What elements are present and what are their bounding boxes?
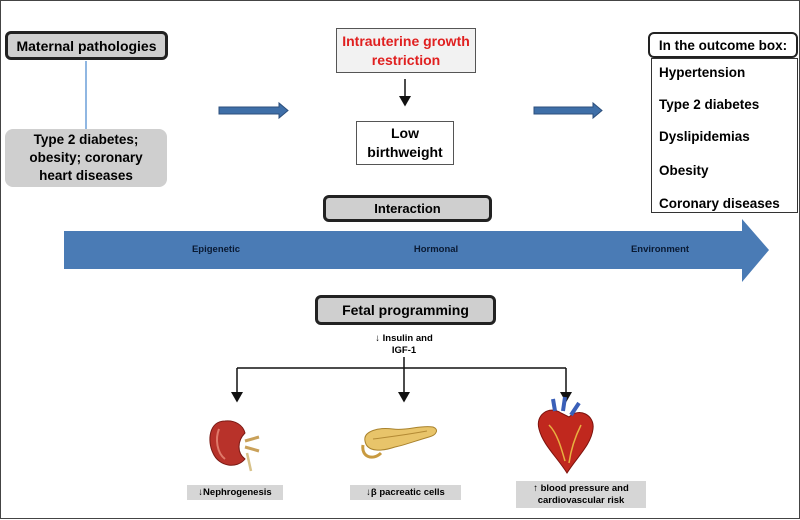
outcome-item: Coronary diseases (659, 196, 780, 211)
interaction-title: Interaction (323, 195, 492, 222)
fetal-programming-title: Fetal programming (315, 295, 496, 325)
outcome-title: In the outcome box: (648, 32, 798, 58)
outcome-item: Obesity (659, 163, 709, 178)
outcome-list: Hypertension Type 2 diabetes Dyslipidemi… (651, 58, 798, 213)
nephrogenesis-label: ↓Nephrogenesis (187, 485, 283, 500)
insulin-igf-label: ↓ Insulin and IGF-1 (375, 333, 433, 356)
maternal-pathologies-title: Maternal pathologies (5, 31, 168, 60)
factor-environment: Environment (630, 243, 690, 255)
blood-pressure-label: ↑ blood pressure and cardiovascular risk (516, 481, 646, 508)
pancreatic-cells-label: ↓β pacreatic cells (350, 485, 461, 500)
outcome-item: Dyslipidemias (659, 129, 750, 144)
pancreas-icon (361, 426, 437, 459)
arrow-to-iugr (218, 101, 289, 120)
factor-hormonal: Hormonal (413, 243, 459, 255)
interaction-band-arrow (64, 219, 769, 282)
factor-epigenetic: Epigenetic (191, 243, 241, 255)
heart-icon (537, 396, 594, 474)
maternal-conditions-box: Type 2 diabetes; obesity; coronary heart… (5, 129, 167, 187)
outcome-item: Type 2 diabetes (659, 97, 760, 112)
outcome-item: Hypertension (659, 65, 746, 80)
arrow-to-outcome (533, 101, 603, 120)
low-birthweight-box: Low birthweight (356, 121, 454, 165)
iugr-box: Intrauterine growth restriction (336, 28, 476, 73)
kidney-icon (209, 420, 260, 472)
